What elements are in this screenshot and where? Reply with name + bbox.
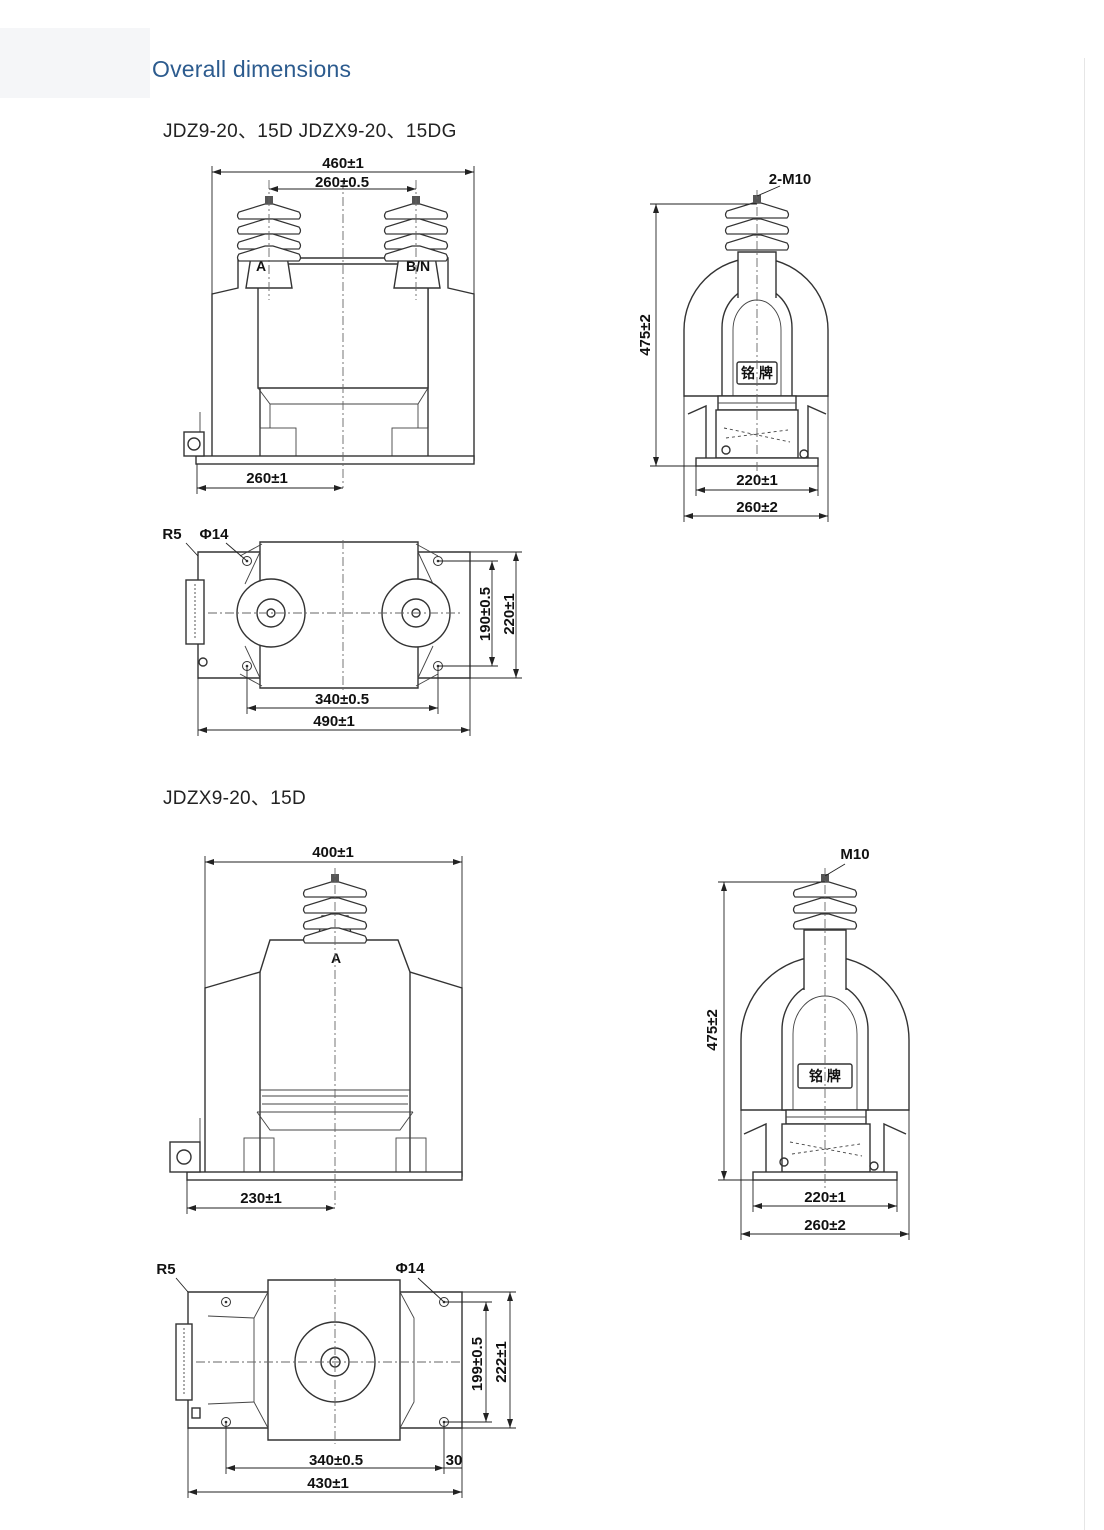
model-heading-first: JDZ9-20、15D JDZX9-20、15DG	[163, 121, 457, 142]
front-view-second: A 400±1 230±1	[169, 844, 463, 1214]
dim-terminal-spacing: 260±0.5	[315, 174, 369, 191]
dim-base-offset-second: 230±1	[240, 1190, 282, 1207]
terminal-label-a: A	[256, 258, 266, 274]
top-view-second: R5 Φ14 199±0.5 222±1 340±0.5 30 430±1	[156, 1260, 516, 1498]
hole-label-first: Φ14	[200, 526, 230, 543]
top-view-first: R5 Φ14 190±0.5 220±1 340±0.5 490±1	[162, 526, 522, 736]
terminal-label-second: A	[331, 950, 341, 966]
terminal-label-bn: B/N	[406, 258, 430, 274]
header-background	[0, 28, 150, 98]
dim-width-first: 460±1	[322, 155, 364, 172]
dim-base-inner-first: 220±1	[736, 472, 778, 489]
dim-depth-first: 220±1	[501, 593, 518, 635]
dim-height-second: 475±2	[704, 1009, 721, 1051]
hole-label-second: Φ14	[396, 1260, 426, 1277]
page-divider	[1084, 58, 1085, 1530]
dim-height-first: 475±2	[637, 314, 654, 356]
dim-base-outer-first: 260±2	[736, 499, 778, 516]
dim-edge-second: 30	[446, 1452, 463, 1469]
dim-width-second: 400±1	[312, 844, 354, 861]
side-view-first: 铭 牌 475±2 2-M10 220±1 260±2	[637, 171, 829, 522]
dim-hole-spacing-long-second: 340±0.5	[309, 1452, 363, 1469]
model-heading-second: JDZX9-20、15D	[163, 788, 306, 809]
dim-base-offset-first: 260±1	[246, 470, 288, 487]
dim-hole-spacing-short-second: 199±0.5	[469, 1337, 486, 1391]
bolt-label-second: M10	[840, 846, 869, 863]
radius-label-second: R5	[156, 1261, 175, 1278]
dim-length-second: 430±1	[307, 1475, 349, 1492]
front-view-first: A B/N 460±1 260±0.5 260±1	[183, 155, 475, 494]
radius-label-first: R5	[162, 526, 181, 543]
dim-base-inner-second: 220±1	[804, 1189, 846, 1206]
dim-length-first: 490±1	[313, 713, 355, 730]
bolt-label-first: 2-M10	[769, 171, 812, 188]
side-view-second: 铭 牌 475±2 M10 220±1 260±2	[704, 846, 910, 1240]
dim-depth-second: 222±1	[493, 1341, 510, 1383]
dim-hole-spacing-long-first: 340±0.5	[315, 691, 369, 708]
dim-base-outer-second: 260±2	[804, 1217, 846, 1234]
dim-hole-spacing-short-first: 190±0.5	[477, 587, 494, 641]
page-title: Overall dimensions	[152, 56, 352, 82]
